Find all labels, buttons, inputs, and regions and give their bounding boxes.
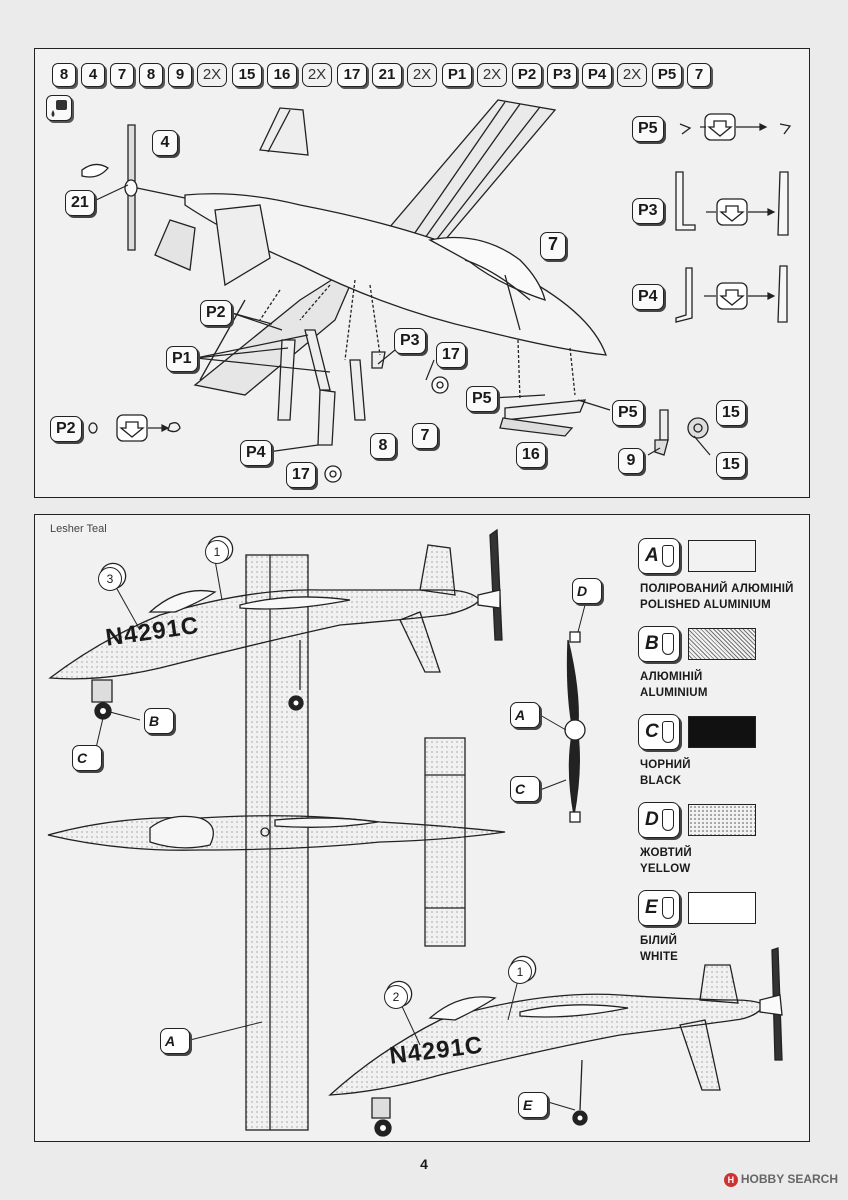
color-name-en: BLACK [640, 775, 682, 787]
part-chip: 17 [337, 63, 367, 87]
callout-p5-b: P5 [612, 400, 644, 426]
callout-part-7-top: 7 [540, 232, 566, 260]
callout-part-7-bottom: 7 [412, 423, 438, 449]
callout-part-17-a: 17 [436, 342, 466, 368]
color-name-ua: ЖОВТИЙ [640, 847, 692, 859]
color-code-letter: E [645, 897, 658, 918]
color-name-en: YELLOW [640, 863, 691, 875]
paint-cup-icon [662, 897, 674, 919]
color-name-en: ALUMINIUM [640, 687, 708, 699]
hobby-search-logo-icon: H [723, 1173, 738, 1187]
part-chip: P5 [652, 63, 682, 87]
callout-p3: P3 [394, 328, 426, 354]
color-name-ua: БІЛИЙ [640, 935, 678, 947]
part-chip: 8 [139, 63, 163, 87]
color-swatch-a [688, 540, 756, 572]
part-chip: 15 [232, 63, 262, 87]
callout-p4: P4 [240, 440, 272, 466]
color-swatch-c [688, 716, 756, 748]
part-chip: 2X [197, 63, 227, 87]
callout-part-21: 21 [65, 190, 95, 216]
part-chip: 9 [168, 63, 192, 87]
color-code-letter: C [645, 721, 659, 742]
detail-label-p5: P5 [632, 116, 664, 142]
callout-p2-detail: P2 [50, 416, 82, 442]
part-chip: P1 [442, 63, 472, 87]
part-chip: 8 [52, 63, 76, 87]
color-code-e: E [638, 890, 680, 926]
callout-part-4: 4 [152, 130, 178, 156]
page-number: 4 [420, 1156, 428, 1172]
paint-cup-icon [662, 545, 674, 567]
paint-cup-icon [662, 633, 674, 655]
part-chip: 16 [267, 63, 297, 87]
color-code-letter: A [645, 545, 659, 566]
paint-cup-icon [662, 721, 674, 743]
part-chip: P4 [582, 63, 612, 87]
part-chip: 2X [407, 63, 437, 87]
detail-label-p4: P4 [632, 284, 664, 310]
paint-cup-icon [662, 809, 674, 831]
callout-p1: P1 [166, 346, 198, 372]
part-chip: P3 [547, 63, 577, 87]
color-swatch-b [688, 628, 756, 660]
callout-part-15-b: 15 [716, 452, 746, 478]
callout-p5-a: P5 [466, 386, 498, 412]
color-code-a: A [638, 538, 680, 574]
color-name-ua: АЛЮМІНІЙ [640, 671, 703, 683]
color-callout-e: E [518, 1092, 548, 1118]
part-chip: 21 [372, 63, 402, 87]
color-code-letter: D [645, 809, 659, 830]
part-chip: P2 [512, 63, 542, 87]
decal-2: 2 [384, 985, 408, 1009]
part-chip: 4 [81, 63, 105, 87]
paint-glue-icon [46, 95, 72, 121]
color-name-ua: ЧОРНИЙ [640, 759, 691, 771]
part-chip: 2X [302, 63, 332, 87]
callout-part-9: 9 [618, 448, 644, 474]
color-callout-c-prop: C [510, 776, 540, 802]
part-chip: 2X [617, 63, 647, 87]
detail-label-p3: P3 [632, 198, 664, 224]
color-name-en: POLISHED ALUMINIUM [640, 599, 771, 611]
color-swatch-e [688, 892, 756, 924]
callout-part-8: 8 [370, 433, 396, 459]
scheme-title: Lesher Teal [50, 523, 107, 535]
part-chip: 7 [110, 63, 134, 87]
callout-part-15-a: 15 [716, 400, 746, 426]
color-swatch-d [688, 804, 756, 836]
callout-part-17-b: 17 [286, 462, 316, 488]
decal-3: 3 [98, 567, 122, 591]
color-callout-b: B [144, 708, 174, 734]
decal-1-bottom: 1 [508, 960, 532, 984]
color-callout-a-prop: A [510, 702, 540, 728]
color-callout-d-prop: D [572, 578, 602, 604]
color-code-d: D [638, 802, 680, 838]
color-name-ua: ПОЛІРОВАНИЙ АЛЮМІНІЙ [640, 583, 794, 595]
callout-p2: P2 [200, 300, 232, 326]
decal-1-top: 1 [205, 540, 229, 564]
color-code-b: B [638, 626, 680, 662]
color-code-letter: B [645, 633, 659, 654]
part-chip: 2X [477, 63, 507, 87]
color-callout-a-wing: A [160, 1028, 190, 1054]
color-code-c: C [638, 714, 680, 750]
color-callout-c: C [72, 745, 102, 771]
part-chip: 7 [687, 63, 711, 87]
callout-part-16: 16 [516, 442, 546, 468]
color-name-en: WHITE [640, 951, 679, 963]
